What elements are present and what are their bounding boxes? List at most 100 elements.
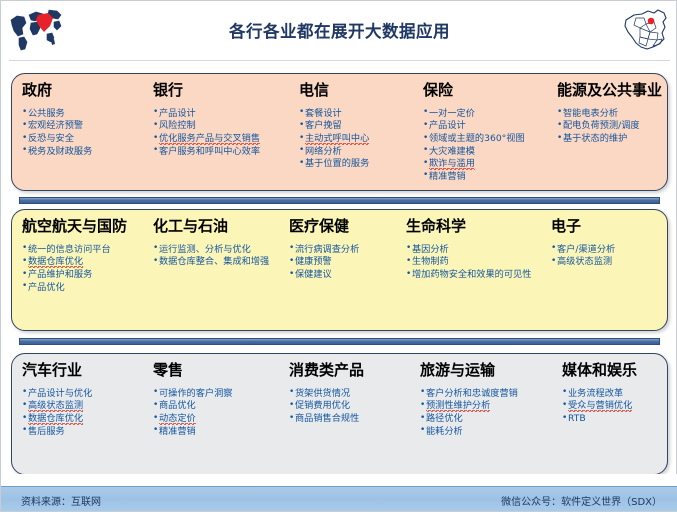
column-items: 运行监测、分析与优化 数据仓库整合、集成和增强 xyxy=(153,243,283,269)
list-item: 产品维护和服务 xyxy=(22,269,147,281)
list-item: 客户分析和忠诚度营销 xyxy=(420,387,556,400)
list-item: 精准营销 xyxy=(423,170,551,183)
column-items: 基因分析 生物制药 增加药物安全和效果的可见性 xyxy=(406,243,545,281)
column-title: 医疗保健 xyxy=(289,217,350,235)
list-item: 运行监测、分析与优化 xyxy=(153,243,283,256)
world-map-icon xyxy=(7,6,65,58)
column-title: 电信 xyxy=(299,81,330,99)
list-item: 统一的信息访问平台 xyxy=(22,243,147,256)
list-item: 主动式呼叫中心 xyxy=(299,133,417,146)
column-title: 政府 xyxy=(22,81,53,99)
list-item: RTB xyxy=(562,413,666,425)
column-title: 保险 xyxy=(423,81,454,99)
list-item: 客户/渠道分析 xyxy=(551,243,655,256)
list-item: 配电负荷预测/调度 xyxy=(557,120,671,132)
list-item: 高级状态监测 xyxy=(551,256,655,268)
column-title: 化工与石油 xyxy=(153,217,229,235)
list-item: 生物制药 xyxy=(406,256,545,268)
list-item: 产品设计 xyxy=(423,120,551,132)
list-item: 网络分析 xyxy=(299,145,417,158)
column-consumer-products: 消费类产品 货架供货情况 促销费用优化 商品销售合规性 xyxy=(289,361,420,468)
column-aerospace-defense: 航空航天与国防 统一的信息访问平台 数据仓库优化 产品维护和服务 产品优化 xyxy=(22,217,153,324)
list-item: 数据仓库优化 xyxy=(22,413,147,426)
panel-industries-1: 政府 公共服务 宏观经济预警 反恐与安全 税务及财政服务 银行 产品设计 风险控… xyxy=(11,73,668,191)
column-telecom: 电信 套餐设计 客户挽留 主动式呼叫中心 网络分析 基于位置的服务 xyxy=(299,81,423,184)
list-item: 预测性维护分析 xyxy=(420,400,556,413)
header-divider xyxy=(9,60,670,61)
list-item: 反恐与安全 xyxy=(22,133,147,145)
list-item: 基因分析 xyxy=(406,243,545,256)
list-item: 客户服务和呼叫中心效率 xyxy=(153,145,293,158)
list-item: 产品设计 xyxy=(153,107,293,120)
column-items: 一对一定价 产品设计 领域或主题的360°视图 大灾难建模 欺诈与滥用 精准营销 xyxy=(423,107,551,183)
list-item: 动态定价 xyxy=(153,413,283,426)
list-item: 高级状态监测 xyxy=(22,400,147,413)
list-item: 基于位置的服务 xyxy=(299,158,417,170)
list-item: 产品优化 xyxy=(22,281,147,294)
column-title: 航空航天与国防 xyxy=(22,217,128,235)
column-items: 客户/渠道分析 高级状态监测 xyxy=(551,243,655,269)
list-item: 数据仓库整合、集成和增强 xyxy=(153,256,283,268)
section-divider-2 xyxy=(19,338,660,345)
column-healthcare: 医疗保健 流行病调查分析 健康预警 保健建议 xyxy=(289,217,406,324)
list-item: 基于状态的维护 xyxy=(557,133,671,145)
list-item: 公共服务 xyxy=(22,107,147,120)
column-life-sciences: 生命科学 基因分析 生物制药 增加药物安全和效果的可见性 xyxy=(406,217,551,324)
column-energy-utilities: 能源及公共事业 智能电表分析 配电负荷预测/调度 基于状态的维护 xyxy=(557,81,677,184)
column-government: 政府 公共服务 宏观经济预警 反恐与安全 税务及财政服务 xyxy=(22,81,153,184)
list-item: 保健建议 xyxy=(289,269,400,281)
list-item: 健康预警 xyxy=(289,256,400,268)
column-items: 统一的信息访问平台 数据仓库优化 产品维护和服务 产品优化 xyxy=(22,243,147,294)
list-item: 增加药物安全和效果的可见性 xyxy=(406,269,545,281)
column-title: 能源及公共事业 xyxy=(557,81,663,99)
column-chemical-petroleum: 化工与石油 运行监测、分析与优化 数据仓库整合、集成和增强 xyxy=(153,217,289,324)
list-item: 商品销售合规性 xyxy=(289,413,414,425)
list-item: 客户挽留 xyxy=(299,120,417,132)
column-electronics: 电子 客户/渠道分析 高级状态监测 xyxy=(551,217,661,324)
section-divider-1 xyxy=(19,197,660,204)
list-item: 智能电表分析 xyxy=(557,107,671,120)
column-travel-transport: 旅游与运输 客户分析和忠诚度营销 预测性维护分析 路径优化 能耗分析 xyxy=(420,361,562,468)
slide-header: 各行各业都在展开大数据应用 xyxy=(1,1,677,61)
panel-industries-2: 航空航天与国防 统一的信息访问平台 数据仓库优化 产品维护和服务 产品优化 化工… xyxy=(11,209,668,331)
column-items: 业务流程改革 受众与营销优化 RTB xyxy=(562,387,666,425)
column-title: 生命科学 xyxy=(406,217,467,235)
list-item: 促销费用优化 xyxy=(289,400,414,412)
slide-footer: 资料来源：互联网 微信公众号：软件定义世界（SDX） xyxy=(1,486,677,511)
column-banking: 银行 产品设计 风险控制 优化服务产品与交叉销售 客户服务和呼叫中心效率 xyxy=(153,81,299,184)
list-item: 商品优化 xyxy=(153,400,283,412)
column-title: 银行 xyxy=(153,81,184,99)
list-item: 风险控制 xyxy=(153,120,293,132)
column-items: 客户分析和忠诚度营销 预测性维护分析 路径优化 能耗分析 xyxy=(420,387,556,438)
column-title: 电子 xyxy=(551,217,582,235)
page-title: 各行各业都在展开大数据应用 xyxy=(229,22,450,41)
source-label: 资料来源：互联网 xyxy=(21,497,101,508)
panel-industries-3: 汽车行业 产品设计与优化 高级状态监测 数据仓库优化 售后服务 零售 可操作的客… xyxy=(11,353,668,475)
list-item: 受众与营销优化 xyxy=(562,400,666,413)
list-item: 精准营销 xyxy=(153,425,283,438)
list-item: 产品设计与优化 xyxy=(22,387,147,400)
column-automotive: 汽车行业 产品设计与优化 高级状态监测 数据仓库优化 售后服务 xyxy=(22,362,153,468)
list-item: 流行病调查分析 xyxy=(289,243,400,256)
list-item: 宏观经济预警 xyxy=(22,120,147,132)
list-item: 欺诈与滥用 xyxy=(423,158,551,171)
list-item: 货架供货情况 xyxy=(289,387,414,400)
column-media-entertainment: 媒体和娱乐 业务流程改革 受众与营销优化 RTB xyxy=(562,362,672,468)
column-items: 货架供货情况 促销费用优化 商品销售合规性 xyxy=(289,387,414,425)
list-item: 一对一定价 xyxy=(423,107,551,120)
column-title: 零售 xyxy=(153,361,184,379)
column-items: 流行病调查分析 健康预警 保健建议 xyxy=(289,243,400,281)
column-retail: 零售 可操作的客户洞察 商品优化 动态定价 精准营销 xyxy=(153,361,289,468)
list-item: 税务及财政服务 xyxy=(22,145,147,158)
column-items: 产品设计 风险控制 优化服务产品与交叉销售 客户服务和呼叫中心效率 xyxy=(153,107,293,158)
footer-spacer xyxy=(1,474,677,486)
column-title: 旅游与运输 xyxy=(420,361,496,379)
list-item: 售后服务 xyxy=(22,425,147,438)
list-item: 大灾难建模 xyxy=(423,145,551,158)
column-title: 消费类产品 xyxy=(289,361,365,379)
list-item: 优化服务产品与交叉销售 xyxy=(153,133,293,146)
column-items: 公共服务 宏观经济预警 反恐与安全 税务及财政服务 xyxy=(22,107,147,158)
column-insurance: 保险 一对一定价 产品设计 领域或主题的360°视图 大灾难建模 欺诈与滥用 精… xyxy=(423,81,557,184)
column-items: 产品设计与优化 高级状态监测 数据仓库优化 售后服务 xyxy=(22,387,147,438)
